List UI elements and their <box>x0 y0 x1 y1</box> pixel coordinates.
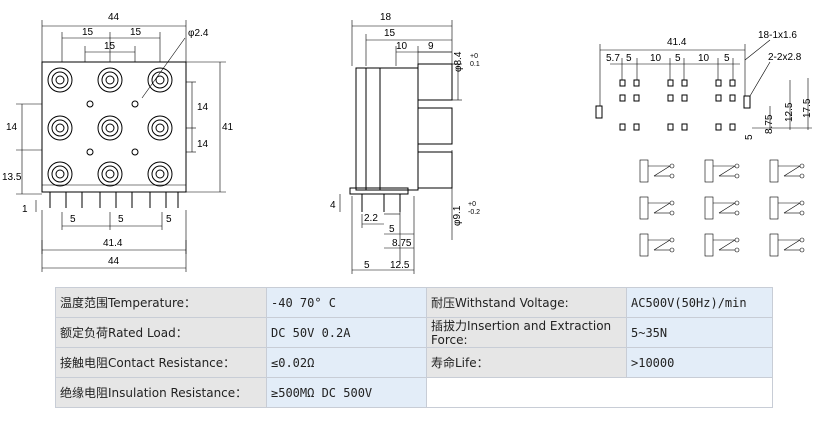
spec-empty-cell <box>426 377 773 408</box>
spec-label: 温度范围Temperature： <box>55 287 267 318</box>
dim-label: 15 <box>104 41 116 52</box>
dim-label: 12.5 <box>390 260 410 271</box>
dim-label: 41.4 <box>103 238 123 249</box>
dim-label: φ9.1 <box>452 205 463 226</box>
spec-table: 温度范围Temperature： -40 70° C 耐压Withstand V… <box>55 287 773 408</box>
dim-label: 41 <box>222 122 234 133</box>
spec-value: -40 70° C <box>266 287 427 318</box>
dim-label: 44 <box>108 256 120 267</box>
dim-label: 5 <box>389 224 395 235</box>
front-view: 44 15 15 15 φ2.4 14 14 41 14 13.5 1 5 5 … <box>2 12 234 272</box>
dim-label: 5.7 <box>606 53 620 64</box>
dim-label: 13.5 <box>2 172 22 183</box>
spec-value: DC 50V 0.2A <box>266 317 427 348</box>
dim-label: 5 <box>364 260 370 271</box>
spec-label: 接触电阻Contact Resistance： <box>55 347 267 378</box>
dim-label: 44 <box>108 12 120 23</box>
dim-label: 12.5 <box>784 102 795 122</box>
dim-label: 8.75 <box>392 238 412 249</box>
dim-label: 8.75 <box>764 114 775 134</box>
spec-value: >10000 <box>626 347 773 378</box>
dim-label: 1 <box>22 204 28 215</box>
dim-label: 10 <box>698 53 710 64</box>
dim-label: 5 <box>70 214 76 225</box>
dim-label: 10 <box>650 53 662 64</box>
dim-label: +0 <box>468 201 476 208</box>
dim-label: -0.2 <box>468 209 480 216</box>
technical-drawing: 44 15 15 15 φ2.4 14 14 41 14 13.5 1 5 5 … <box>2 12 813 274</box>
dim-label: 14 <box>197 102 209 113</box>
side-view: 18 15 10 9 φ8.4 +0 0.1 4 2.2 5 8.75 5 12… <box>330 12 480 274</box>
dim-label: 15 <box>384 28 396 39</box>
dim-label: 5 <box>118 214 124 225</box>
spec-row: 温度范围Temperature： -40 70° C 耐压Withstand V… <box>55 287 773 318</box>
dim-label: 18-1x1.6 <box>758 30 797 41</box>
dim-label: 5 <box>675 53 681 64</box>
spec-row: 绝缘电阻Insulation Resistance： ≥500MΩ DC 500… <box>55 377 773 408</box>
spec-row: 接触电阻Contact Resistance： ≤0.02Ω 寿命Life： >… <box>55 347 773 378</box>
dim-label: φ2.4 <box>188 28 209 39</box>
spec-value: ≤0.02Ω <box>266 347 427 378</box>
spec-row: 额定负荷Rated Load： DC 50V 0.2A 插拔力Insertion… <box>55 317 773 348</box>
dim-label: 5 <box>724 53 730 64</box>
dim-label: 9 <box>428 41 434 52</box>
spec-label: 插拔力Insertion and Extraction Force: <box>426 317 627 348</box>
dim-label: 4 <box>330 200 336 211</box>
spec-label: 额定负荷Rated Load： <box>55 317 267 348</box>
spec-value: AC500V(50Hz)/min <box>626 287 773 318</box>
spec-label: 绝缘电阻Insulation Resistance： <box>55 377 267 408</box>
jack-grid <box>47 67 173 187</box>
dim-label: 5 <box>626 53 632 64</box>
dim-label: +0 <box>470 53 478 60</box>
dim-label: 0.1 <box>470 61 480 68</box>
dim-label: 2-2x2.8 <box>768 52 802 63</box>
dim-label: 41.4 <box>667 37 687 48</box>
dim-label: 15 <box>130 27 142 38</box>
dim-label: 5 <box>166 214 172 225</box>
dim-label: 14 <box>197 139 209 150</box>
dim-label: 17.5 <box>802 98 813 118</box>
pcb-layout: 41.4 18-1x1.6 5.7 5 10 5 10 5 2-2x2.8 17… <box>595 30 813 257</box>
dim-label: 14 <box>6 122 18 133</box>
dim-label: 2.2 <box>364 213 378 224</box>
spec-label: 耐压Withstand Voltage: <box>426 287 627 318</box>
dim-label: 5 <box>744 134 755 140</box>
schematic-symbols <box>639 159 805 257</box>
spec-label: 寿命Life： <box>426 347 627 378</box>
dim-label: 10 <box>396 41 408 52</box>
spec-value: 5~35N <box>626 317 773 348</box>
dim-label: 15 <box>82 27 94 38</box>
dim-label: φ8.4 <box>453 51 464 72</box>
spec-value: ≥500MΩ DC 500V <box>266 377 427 408</box>
dim-label: 18 <box>380 12 392 23</box>
